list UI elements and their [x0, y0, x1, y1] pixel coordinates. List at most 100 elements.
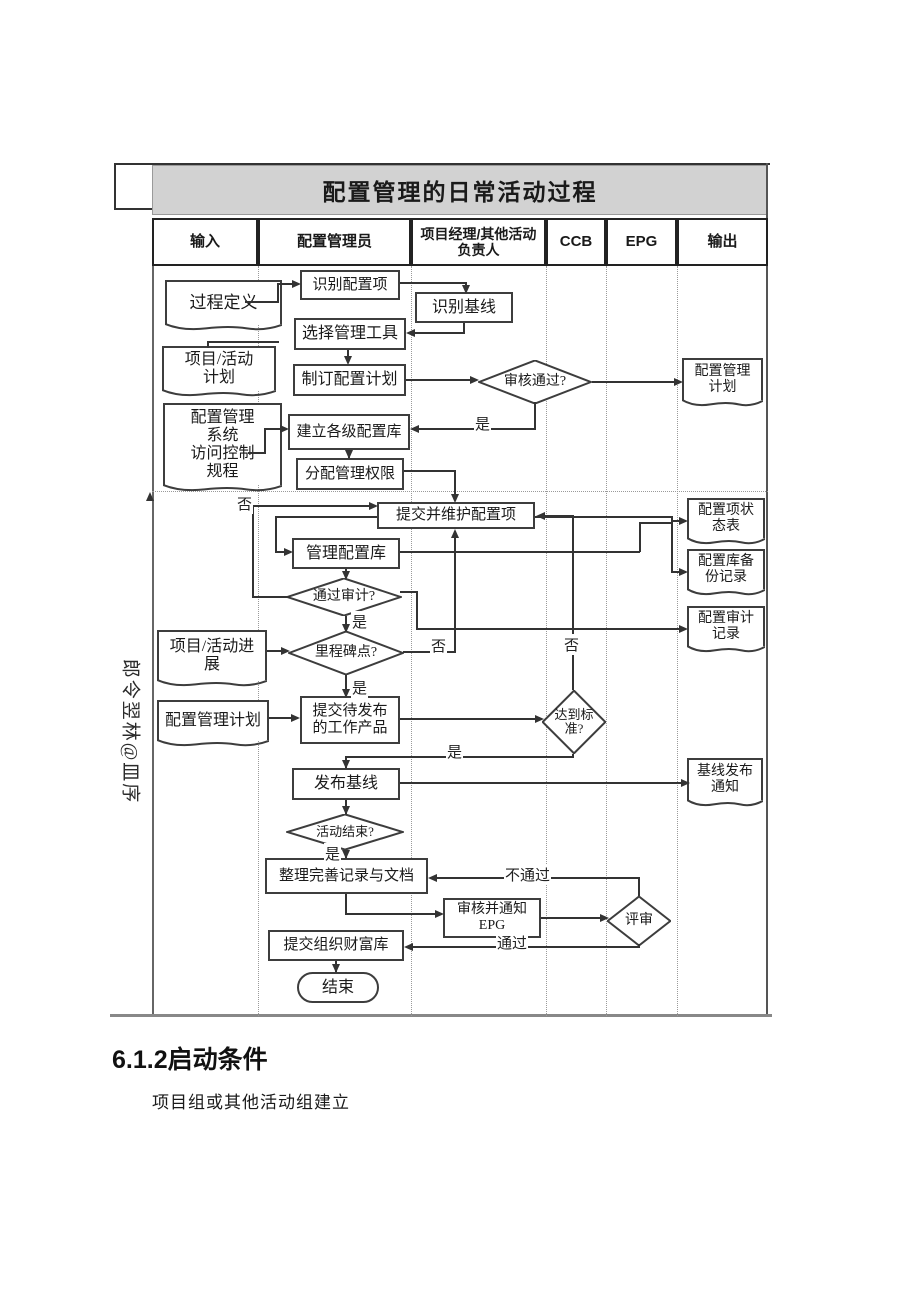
connector: [245, 301, 278, 303]
connector: [592, 381, 680, 383]
decision-label: 里程碑点?: [314, 644, 378, 660]
arrowhead: [679, 625, 688, 633]
arrowhead: [428, 874, 437, 882]
step-identify-ci: 识别配置项: [300, 270, 400, 300]
step-submit-org-asset: 提交组织财富库: [268, 930, 404, 961]
arrowhead: [674, 378, 683, 386]
edge-label-no: 否: [236, 493, 254, 514]
connector: [269, 717, 298, 719]
step-manage-library: 管理配置库: [292, 538, 400, 569]
connector: [345, 616, 347, 631]
lane-divider: [411, 266, 412, 1016]
arrowhead: [344, 356, 352, 365]
arrowhead: [281, 647, 290, 655]
doc-library-backup-record: 配置库备 份记录: [687, 549, 765, 589]
connector: [541, 917, 607, 919]
doc-ci-status-table: 配置项状 态表: [687, 498, 765, 538]
arrowhead: [284, 548, 293, 556]
arrowhead: [681, 779, 690, 787]
lane-divider: [546, 266, 547, 1016]
connector: [275, 551, 291, 553]
arrowhead: [451, 529, 459, 538]
connector: [248, 452, 266, 454]
doc-label: 配置库备 份记录: [698, 554, 754, 585]
arrowhead: [679, 517, 688, 525]
connector: [264, 428, 286, 430]
section-body: 项目组或其他活动组建立: [152, 1093, 350, 1112]
arrowhead: [342, 806, 350, 815]
arrowhead: [342, 850, 350, 859]
doc-label: 项目/活动 计划: [184, 351, 254, 386]
frame-notch-line: [114, 208, 152, 210]
connector: [400, 782, 687, 784]
arrowhead: [292, 280, 301, 288]
connector: [404, 470, 456, 472]
decision-review: 评审: [607, 896, 671, 946]
decision-label: 活动结束?: [316, 824, 374, 840]
connector: [264, 428, 266, 454]
connector: [671, 520, 686, 522]
decision-label: 评审: [625, 912, 653, 928]
lane-divider: [677, 266, 678, 1016]
connector: [252, 596, 290, 598]
arrowhead: [470, 376, 479, 384]
doc-label: 配置审计 记录: [698, 611, 754, 642]
connector: [277, 283, 295, 285]
step-select-tool: 选择管理工具: [294, 318, 406, 350]
step-identify-baseline: 识别基线: [415, 292, 513, 323]
connector: [638, 878, 640, 896]
connector: [403, 651, 456, 653]
doc-audit-record: 配置审计 记录: [687, 606, 765, 646]
connector: [416, 628, 685, 630]
up-arrowhead: [146, 492, 154, 501]
lane-header-output: 输出: [677, 218, 768, 266]
step-make-config-plan: 制订配置计划: [293, 364, 406, 396]
connector: [535, 516, 673, 518]
edge-label-pass: 通过: [496, 932, 529, 953]
frame-bottom-border: [110, 1014, 772, 1017]
arrowhead: [280, 425, 289, 433]
edge-label-yes: 是: [474, 413, 492, 434]
step-submit-work-products: 提交待发布 的工作产品: [300, 696, 400, 744]
edge-label-fail: 不通过: [504, 864, 552, 885]
section-heading: 6.1.2启动条件: [112, 1046, 268, 1074]
frame-top-border: [114, 163, 770, 165]
doc-baseline-release-notice: 基线发布 通知: [687, 758, 763, 800]
step-review-notify-epg: 审核并通知 EPG: [443, 898, 541, 938]
connector: [400, 551, 640, 553]
decision-label: 达到标 准?: [554, 707, 594, 736]
arrowhead: [679, 568, 688, 576]
edge-label-no: 否: [430, 635, 448, 656]
connector: [454, 531, 456, 651]
edge-label-yes: 是: [446, 741, 464, 762]
arrowhead: [462, 285, 470, 294]
arrowhead: [410, 425, 419, 433]
connector: [207, 341, 279, 343]
decision-audit-pass: 通过审计?: [286, 578, 402, 616]
doc-cm-plan-input: 配置管理计划: [157, 700, 269, 740]
connector: [275, 516, 277, 553]
doc-label: 配置管理 系统 访问控制 规程: [190, 409, 255, 480]
lane-divider: [606, 266, 607, 1016]
frame-right-border: [766, 163, 768, 1016]
connector: [275, 516, 377, 518]
decision-milestone: 里程碑点?: [288, 631, 404, 675]
connector: [416, 591, 418, 630]
lane-header-input: 输入: [152, 218, 258, 266]
connector: [277, 284, 279, 303]
connector: [252, 506, 254, 598]
connector: [345, 675, 347, 696]
doc-project-progress: 项目/活动进 展: [157, 630, 267, 680]
connector: [463, 323, 465, 333]
step-submit-maintain-ci: 提交并维护配置项: [377, 502, 535, 529]
step-build-libraries: 建立各级配置库: [288, 414, 410, 450]
lane-header-config-manager: 配置管理员: [258, 218, 411, 266]
arrowhead: [406, 329, 415, 337]
connector: [413, 332, 465, 334]
doc-cm-system-rules: 配置管理 系统 访问控制 规程: [163, 403, 282, 485]
decision-label: 审核通过?: [503, 373, 567, 389]
doc-label: 项目/活动进 展: [169, 638, 255, 673]
doc-label: 基线发布 通知: [697, 764, 753, 795]
doc-label: 过程定义: [189, 293, 258, 313]
